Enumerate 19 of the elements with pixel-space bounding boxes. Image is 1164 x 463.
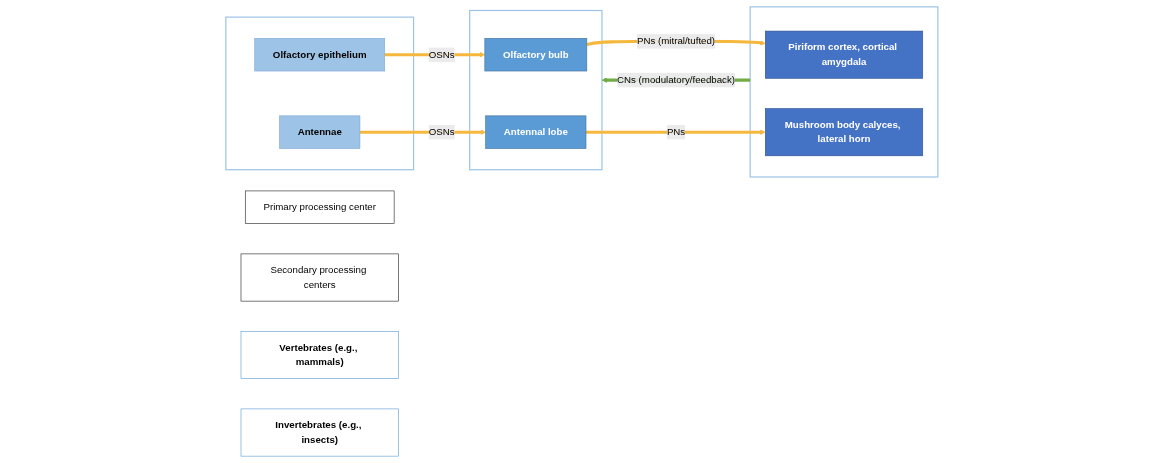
node-box: Olfactory epithelium (254, 38, 386, 72)
node-box: Antennae (279, 115, 361, 149)
node-box: Olfactory bulb (484, 38, 588, 72)
edge-label: OSNs (428, 126, 455, 138)
cluster (749, 6, 939, 178)
node-box: Vertebrates (e.g., mammals) (240, 331, 399, 379)
cluster (225, 16, 415, 171)
arrow (586, 129, 766, 135)
cluster (469, 9, 603, 171)
edge-label: OSNs (428, 49, 455, 60)
node-box: Mushroom body calyces, lateral horn (765, 108, 924, 157)
edge-label: PNs (667, 126, 686, 138)
node-box: Antennal lobe (485, 115, 587, 149)
node-box: Piriform cortex, cortical amygdala (765, 30, 924, 79)
edge-label: CNs (modulatory/feedback) (617, 74, 736, 85)
node-box: Secondary processing centers (240, 253, 399, 302)
node-box: Invertebrates (e.g., insects) (240, 408, 399, 457)
edge-label: PNs (mitral/tufted) (637, 35, 716, 47)
node-box: Primary processing center (245, 190, 395, 224)
